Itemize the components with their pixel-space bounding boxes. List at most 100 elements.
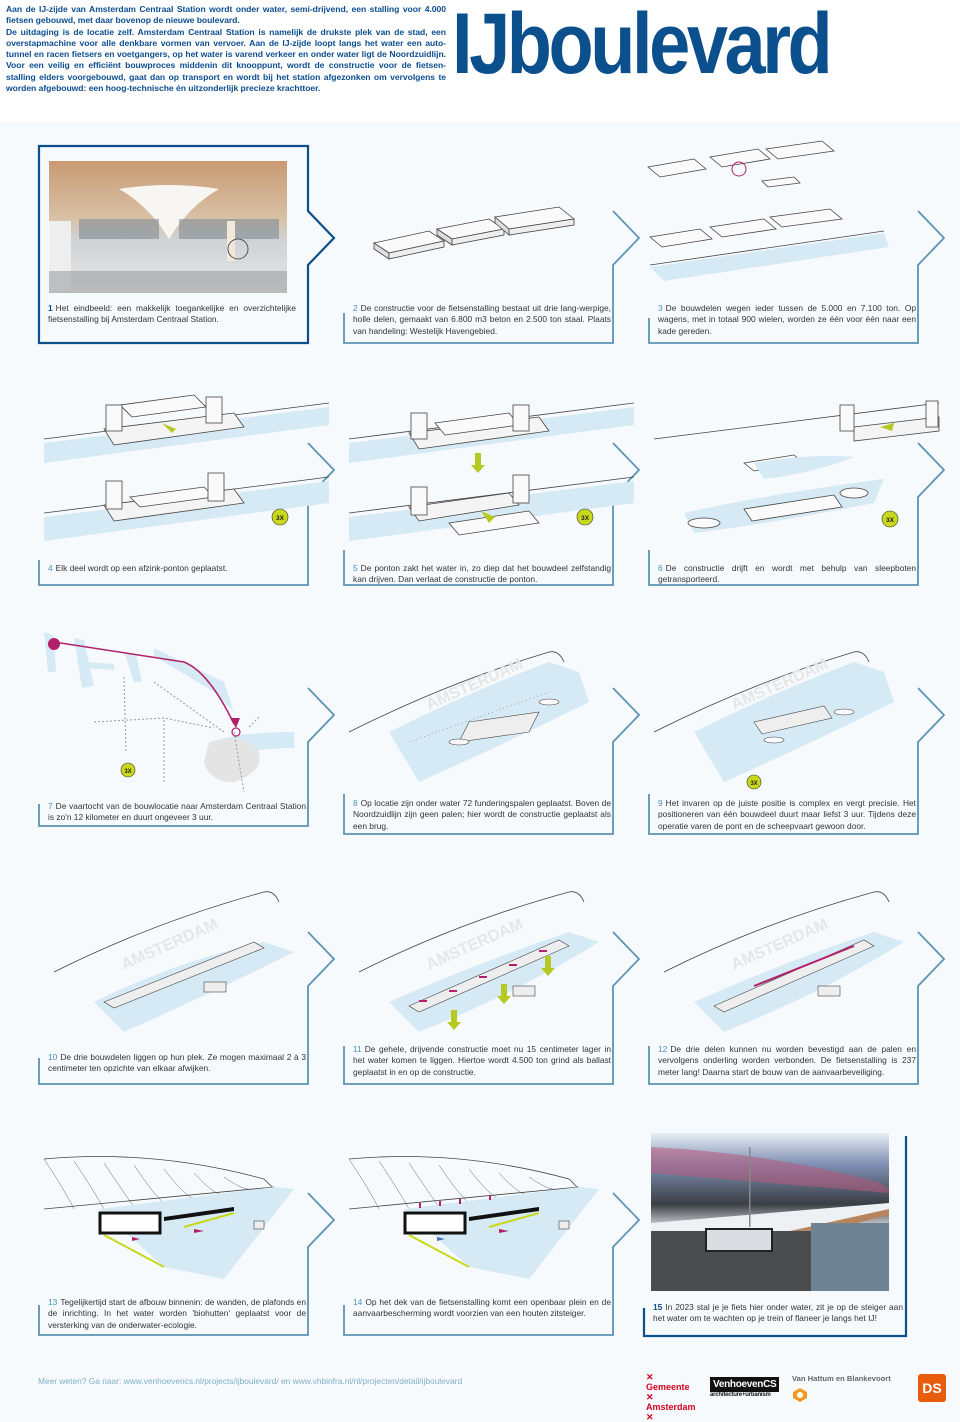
three-concrete-segments-illustration xyxy=(372,206,575,260)
pontoon-sinking-illustration: 3X xyxy=(348,402,635,541)
step-number: 15 xyxy=(653,1302,663,1312)
page-title: IJboulevard xyxy=(452,0,833,92)
segments-on-wagons-illustration xyxy=(647,140,889,281)
interior-fitout-illustration xyxy=(43,1156,294,1279)
step-number: 12 xyxy=(658,1044,668,1054)
step-text: De gehele, drijvende constructie moet nu… xyxy=(353,1044,611,1077)
repeat-badge: 3X xyxy=(276,515,285,522)
partner-logos: ✕Gemeente ✕Amsterdam ✕ VenhoevenCS archi… xyxy=(640,1370,960,1422)
step-number: 3 xyxy=(658,303,663,313)
step-text: De drie delen kunnen nu worden bevestigd… xyxy=(658,1044,916,1077)
tugboat-transport-illustration: 3X xyxy=(653,400,940,533)
step-text: De ponton zakt het water in, zo diep dat… xyxy=(353,563,611,585)
panel-frame xyxy=(37,144,336,345)
step-text: Het eindbeeld: een makkelijk toegankelij… xyxy=(48,303,296,325)
xxx-icon: ✕ xyxy=(646,1392,654,1402)
final-render-photo xyxy=(49,161,287,293)
step-text: Op het dek van de fietsenstalling komt e… xyxy=(353,1297,611,1319)
future-boulevard-render-photo xyxy=(651,1133,889,1291)
pontoon-placement-illustration: 3X xyxy=(43,394,330,541)
route-map-illustration: 3X xyxy=(44,632,294,793)
panel-frame xyxy=(642,1136,908,1338)
ballast-gravel-illustration: AMSTERDAM xyxy=(358,891,599,1032)
positioning-illustration: AMSTERDAM 3X xyxy=(653,651,894,790)
panel-frame xyxy=(343,442,641,586)
step-text: De constructie drijft en wordt met behul… xyxy=(658,563,916,585)
repeat-badge: 3X xyxy=(886,517,895,524)
panel-frame xyxy=(343,210,641,344)
step-number: 14 xyxy=(353,1297,363,1307)
step-number: 7 xyxy=(48,801,53,811)
step-text: De constructie voor de fietsenstalling b… xyxy=(353,303,611,336)
repeat-badge: 3X xyxy=(581,515,590,522)
step-number: 2 xyxy=(353,303,358,313)
intro-text: Aan de IJ-zijde van Amsterdam Centraal S… xyxy=(6,4,446,94)
xxx-icon: ✕ xyxy=(646,1372,654,1382)
step-number: 6 xyxy=(658,563,663,573)
intro-paragraph-1: Aan de IJ-zijde van Amsterdam Centraal S… xyxy=(6,4,446,26)
xxx-icon: ✕ xyxy=(646,1412,654,1422)
more-info-links[interactable]: Meer weten? Ga naar: www.venhoevencs.nl/… xyxy=(38,1376,463,1386)
repeat-badge: 3X xyxy=(124,769,131,775)
step-number: 8 xyxy=(353,798,358,808)
panel-frame xyxy=(38,931,336,1085)
panel-frame xyxy=(648,210,946,344)
panel-frame xyxy=(343,1192,641,1336)
panel-frame xyxy=(648,687,946,835)
step-text: Tegelijkertijd start de afbouw binnenin:… xyxy=(48,1297,306,1330)
vhb-emblem-icon xyxy=(793,1388,807,1402)
panel-frame xyxy=(38,1192,336,1336)
van-hattum-blankevoort-logo: Van Hattum en Blankevoort xyxy=(792,1374,891,1405)
step-text: Elk deel wordt op een afzink-ponton gepl… xyxy=(55,563,228,573)
panel-frame xyxy=(648,931,946,1085)
intro-paragraph-2: De uitdaging is de locatie zelf. Amsterd… xyxy=(6,26,446,94)
step-number: 9 xyxy=(658,798,663,808)
venhoevencs-logo: VenhoevenCS architecture+urbanism xyxy=(710,1374,790,1402)
step-text: Op locatie zijn onder water 72 fundering… xyxy=(353,798,611,831)
header: Aan de IJ-zijde van Amsterdam Centraal S… xyxy=(0,0,960,122)
repeat-badge: 3X xyxy=(750,781,757,787)
ds-logo: DS xyxy=(918,1374,946,1402)
step-number: 11 xyxy=(353,1044,362,1054)
step-text: De vaartocht van de bouwlocatie naar Ams… xyxy=(48,801,306,823)
step-number: 13 xyxy=(48,1297,58,1307)
gemeente-amsterdam-logo: ✕Gemeente ✕Amsterdam ✕ xyxy=(646,1372,696,1422)
step-text: In 2023 stal je je fiets hier onder wate… xyxy=(653,1302,903,1324)
public-deck-illustration xyxy=(348,1156,599,1279)
step-text: De drie bouwdelen liggen op hun plek. Ze… xyxy=(48,1052,306,1074)
step-number: 4 xyxy=(48,563,53,573)
step-number: 1 xyxy=(48,303,53,313)
panel-frame xyxy=(343,931,641,1085)
segments-in-place-illustration: AMSTERDAM xyxy=(53,891,294,1032)
panel-frame xyxy=(38,442,336,586)
panel-frame xyxy=(648,442,946,586)
foundation-piles-illustration: AMSTERDAM xyxy=(348,651,589,782)
